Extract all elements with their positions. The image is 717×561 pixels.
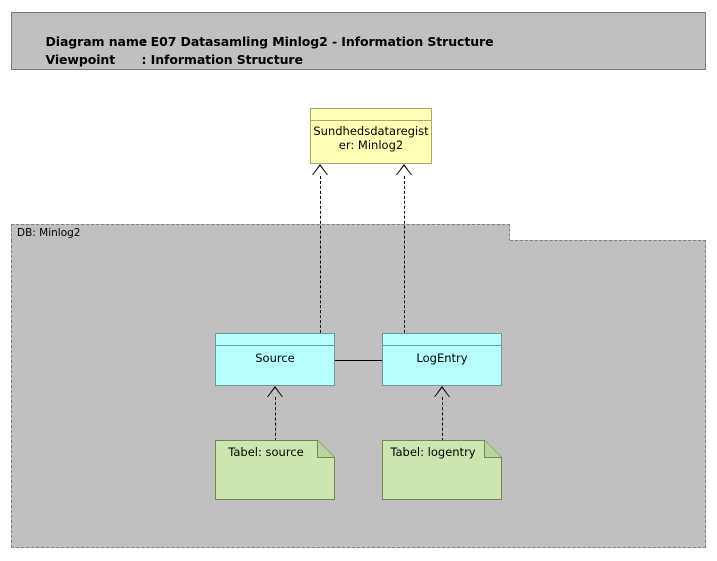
diagram-name-key: Diagram name	[45, 34, 148, 49]
node-label: Tabel: source	[228, 445, 304, 459]
node-data-object-logentry[interactable]: LogEntry	[382, 333, 502, 386]
grouping-db-minlog2-label: DB: Minlog2	[17, 227, 81, 239]
node-label: Source	[255, 351, 295, 365]
connector-source-association-logentry	[335, 360, 382, 361]
diagram-header-legend: Diagram name: E07 Datasamling Minlog2 - …	[11, 12, 706, 70]
node-business-object-sundhedsdataregister[interactable]: Sundhedsdataregister: Minlog2	[310, 108, 432, 164]
artifact-shape-icon	[382, 440, 502, 500]
viewpoint-line: Viewpoint: Information Structure	[20, 37, 303, 82]
node-label: Tabel: logentry	[390, 445, 476, 459]
node-artifact-tabel-source[interactable]: Tabel: source	[215, 440, 335, 500]
node-data-object-source[interactable]: Source	[215, 333, 335, 386]
artifact-shape-icon	[215, 440, 335, 500]
diagram-name-line: Diagram name: E07 Datasamling Minlog2 - …	[20, 19, 494, 64]
node-header-strip	[216, 334, 334, 346]
diagram-name-value: E07 Datasamling Minlog2 - Information St…	[150, 34, 494, 49]
node-label: Sundhedsdataregister: Minlog2	[313, 124, 429, 152]
viewpoint-key: Viewpoint	[45, 52, 116, 67]
node-header-strip	[383, 334, 501, 346]
node-header-strip	[311, 109, 431, 121]
grouping-top-border-right-segment	[510, 240, 706, 241]
node-artifact-tabel-logentry[interactable]: Tabel: logentry	[382, 440, 502, 500]
grouping-db-minlog2-tab[interactable]: DB: Minlog2	[11, 224, 510, 241]
diagram-name-separator: :	[141, 34, 151, 49]
node-label: LogEntry	[416, 351, 468, 365]
grouping-db-minlog2-body[interactable]	[11, 240, 706, 548]
viewpoint-separator: :	[141, 52, 151, 67]
viewpoint-value: Information Structure	[150, 52, 303, 67]
